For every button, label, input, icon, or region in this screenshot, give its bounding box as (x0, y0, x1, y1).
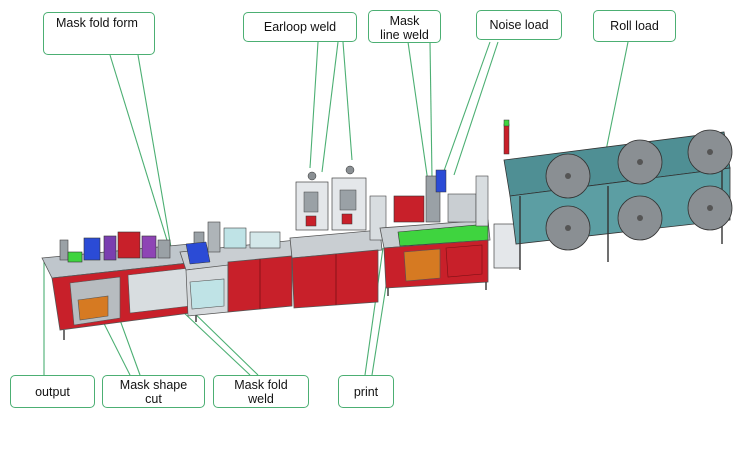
label-mask-fold-form: Mask fold form (43, 12, 155, 55)
label-noise-load: Noise load (476, 10, 562, 40)
leader-print-1 (364, 247, 384, 376)
leader-noise-load-1 (439, 41, 491, 183)
line-weld-print-section (379, 169, 521, 296)
leader-earloop-2 (321, 41, 339, 173)
label-roll-load: Roll load (593, 10, 676, 42)
label-earloop-weld: Earloop weld (243, 12, 357, 42)
leader-noise-load-2 (453, 41, 499, 176)
label-output: output (10, 375, 95, 408)
middle-folding-section (179, 221, 301, 317)
earloop-weld-section (289, 165, 387, 309)
left-cutting-section (41, 231, 199, 340)
leader-earloop-3 (342, 41, 353, 161)
label-mask-line-weld: Mask line weld (368, 10, 441, 43)
label-mask-shape-cut: Mask shape cut (102, 375, 205, 408)
leader-mask-line-weld-1 (429, 41, 433, 179)
roll-load-section (503, 119, 733, 270)
leader-earloop-1 (309, 41, 319, 169)
label-print: print (338, 375, 394, 408)
label-mask-fold-weld: Mask fold weld (213, 375, 309, 408)
leader-mask-line-weld-2 (407, 41, 429, 183)
